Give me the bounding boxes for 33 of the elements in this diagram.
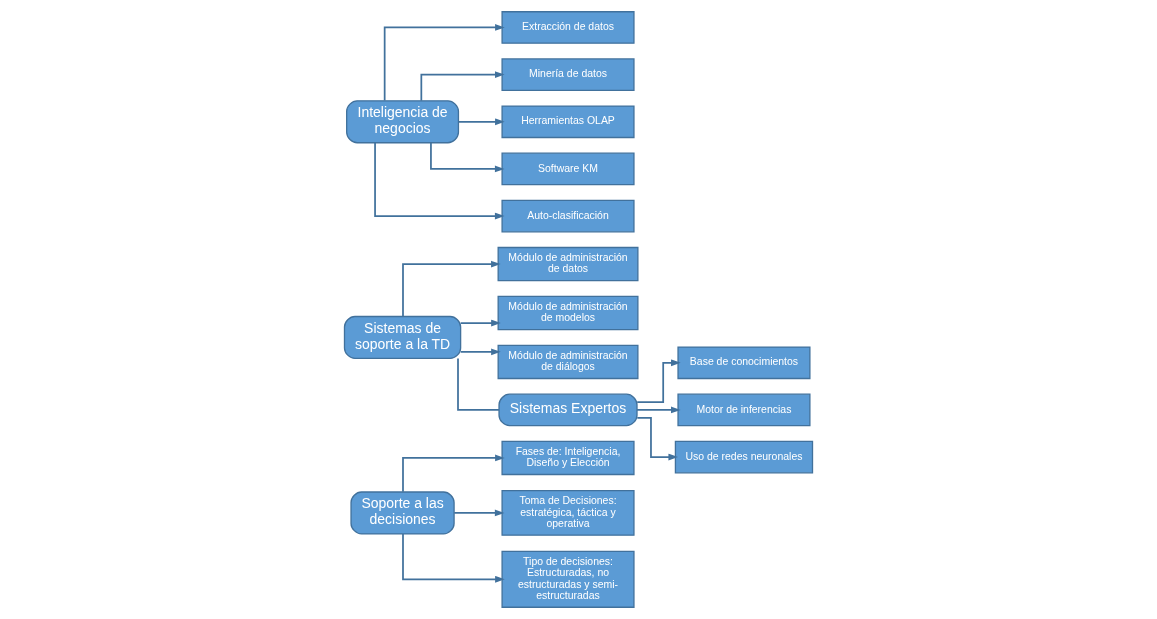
node-box: Herramientas OLAP (501, 105, 635, 139)
arrow (420, 71, 505, 102)
node-box: Módulo de administración de modelos (497, 295, 639, 331)
arrow (459, 319, 501, 327)
node-box: Tipo de decisiones: Estructuradas, no estructuradas y semi-estructuradas (501, 550, 635, 608)
arrow (636, 416, 679, 461)
arrow (636, 406, 681, 414)
arrow (453, 509, 505, 517)
arrow (402, 454, 505, 493)
node-box: Soporte a las decisiones (350, 491, 455, 535)
node-box: Auto-clasificación (501, 199, 635, 233)
arrow (402, 260, 501, 318)
node-box: Extracción de datos (501, 11, 635, 44)
node-box: Módulo de administración de diálogos (497, 344, 639, 380)
node-box: Módulo de administración de datos (497, 246, 639, 282)
arrow (636, 359, 681, 403)
node-box: Sistemas Expertos (498, 393, 638, 427)
node-box: Base de conocimientos (677, 346, 811, 380)
node-box: Uso de redes neuronales (674, 440, 814, 474)
node-box: Sistemas de soporte a la TD (343, 315, 462, 360)
node-box: Minería de datos (501, 58, 635, 91)
node-box: Toma de Decisiones: estratégica, táctica y operativa (501, 490, 635, 536)
connector (457, 357, 500, 411)
arrow (457, 118, 505, 126)
arrow (430, 142, 505, 173)
node-box: Fases de: Inteligencia, Diseño y Elección (501, 440, 635, 476)
arrow (383, 24, 505, 102)
arrow (402, 533, 505, 583)
node-box: Software KM (501, 152, 635, 186)
node-box: Inteligencia de negocios (346, 100, 460, 144)
arrow (374, 142, 505, 220)
arrow (459, 348, 501, 356)
node-box: Motor de inferencias (677, 393, 811, 427)
